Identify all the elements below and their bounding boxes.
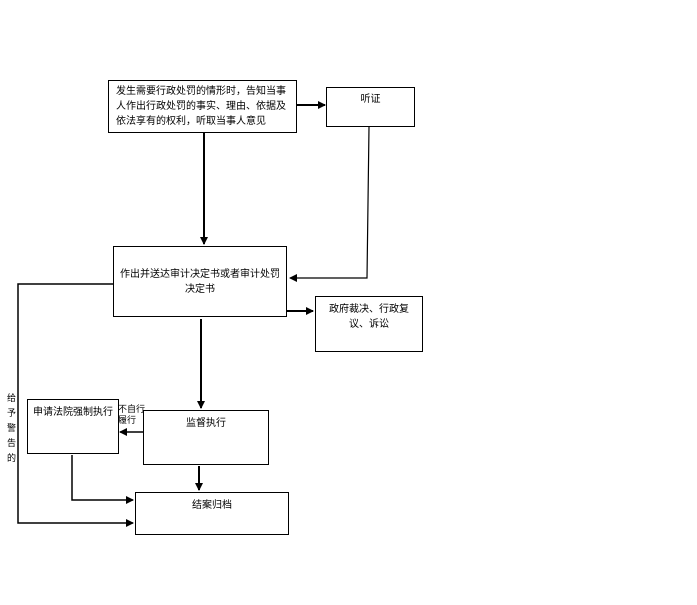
not-self-execute-label: 不自行履行 — [118, 405, 146, 426]
appeal-text: 政府裁决、行政复议、诉讼 — [329, 304, 409, 330]
supervise-box: 监督执行 — [143, 410, 269, 465]
hearing-text: 听证 — [360, 94, 381, 105]
archive-text: 结案归档 — [192, 500, 232, 511]
notify-text: 发生需要行政处罚的情形时，告知当事人作出行政处罚的事实、理由、依据及依法享有的权… — [116, 86, 286, 127]
court-box: 申请法院强制执行 — [27, 399, 119, 454]
edge-warning-archive — [17, 283, 134, 527]
archive-box: 结案归档 — [135, 492, 289, 535]
edge-hearing-decision — [289, 126, 370, 282]
decision-text: 作出并送达审计决定书或者审计处罚决定书 — [120, 268, 280, 295]
court-text: 申请法院强制执行 — [33, 407, 113, 418]
decision-box: 作出并送达审计决定书或者审计处罚决定书 — [113, 246, 287, 317]
supervise-text: 监督执行 — [186, 418, 226, 429]
warning-label: 给予警告的 — [6, 394, 16, 464]
notify-box: 发生需要行政处罚的情形时，告知当事人作出行政处罚的事实、理由、依据及依法享有的权… — [108, 80, 297, 133]
hearing-box: 听证 — [326, 87, 415, 127]
appeal-box: 政府裁决、行政复议、诉讼 — [315, 296, 423, 352]
edge-court-archive — [71, 455, 134, 504]
